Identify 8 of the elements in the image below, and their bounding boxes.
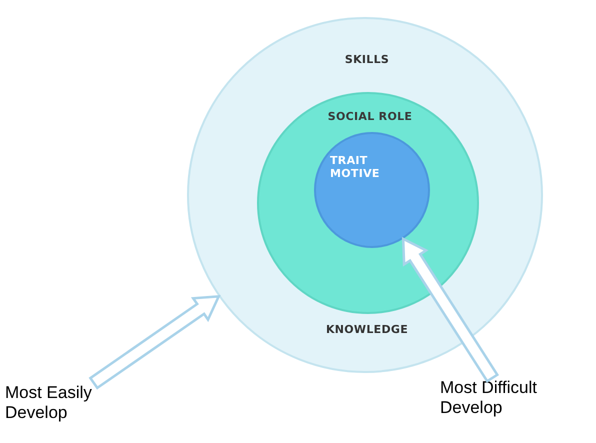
circle-label: SOCIAL ROLE [326,110,414,123]
circle-label: TRAIT MOTIVE [330,154,381,180]
annotation-text: Most Easily Develop [5,383,125,423]
block-arrow [402,236,500,383]
circle-label: KNOWLEDGE [324,323,410,336]
circle-label: SKILLS [344,53,390,66]
block-arrow [88,295,221,390]
annotation-text: Most Difficult Develop [440,378,570,418]
